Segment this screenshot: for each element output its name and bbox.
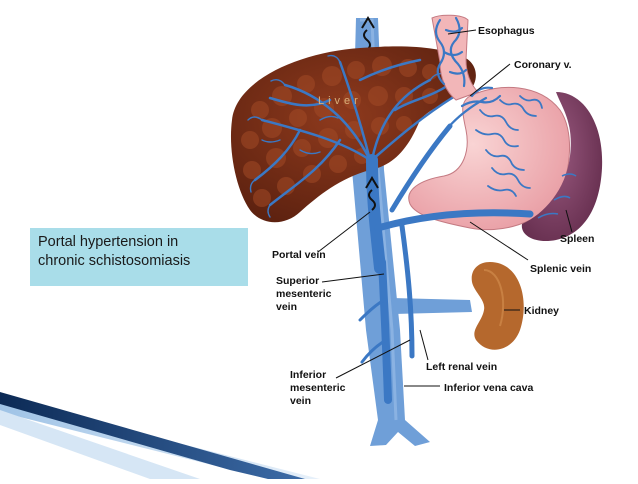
esophagus [431, 14, 479, 101]
caption-box: Portal hypertension in chronic schistoso… [30, 228, 248, 286]
label-inferior-mesenteric-1: Inferior [290, 369, 326, 381]
decorative-ribbon [0, 392, 320, 479]
label-splenic-vein: Splenic vein [530, 263, 591, 275]
label-inferior-mesenteric-3: vein [290, 395, 311, 407]
label-liver: Liver [318, 95, 362, 107]
label-left-renal-vein: Left renal vein [426, 361, 497, 373]
label-superior-mesenteric-3: vein [276, 301, 297, 313]
portal-flow-arrow [365, 176, 379, 211]
label-spleen: Spleen [560, 233, 594, 245]
kidney [471, 262, 524, 350]
stomach [408, 86, 570, 231]
leader-lines [317, 29, 573, 387]
label-coronary-vein: Coronary v. [514, 59, 572, 71]
caption-line-2: chronic schistosomiasis [38, 253, 191, 269]
spleen [521, 92, 603, 242]
label-inferior-mesenteric-2: mesenteric [290, 382, 346, 394]
left-renal-vein [392, 298, 472, 314]
label-portal-vein: Portal vein [272, 249, 326, 261]
label-esophagus: Esophagus [478, 25, 535, 37]
label-inferior-vena-cava: Inferior vena cava [444, 382, 533, 394]
label-superior-mesenteric-1: Superior [276, 275, 319, 287]
label-kidney: Kidney [524, 305, 559, 317]
liver [230, 46, 476, 223]
portal-venous-system [358, 123, 534, 404]
label-superior-mesenteric-2: mesenteric [276, 288, 332, 300]
caption-line-1: Portal hypertension in [38, 234, 179, 250]
